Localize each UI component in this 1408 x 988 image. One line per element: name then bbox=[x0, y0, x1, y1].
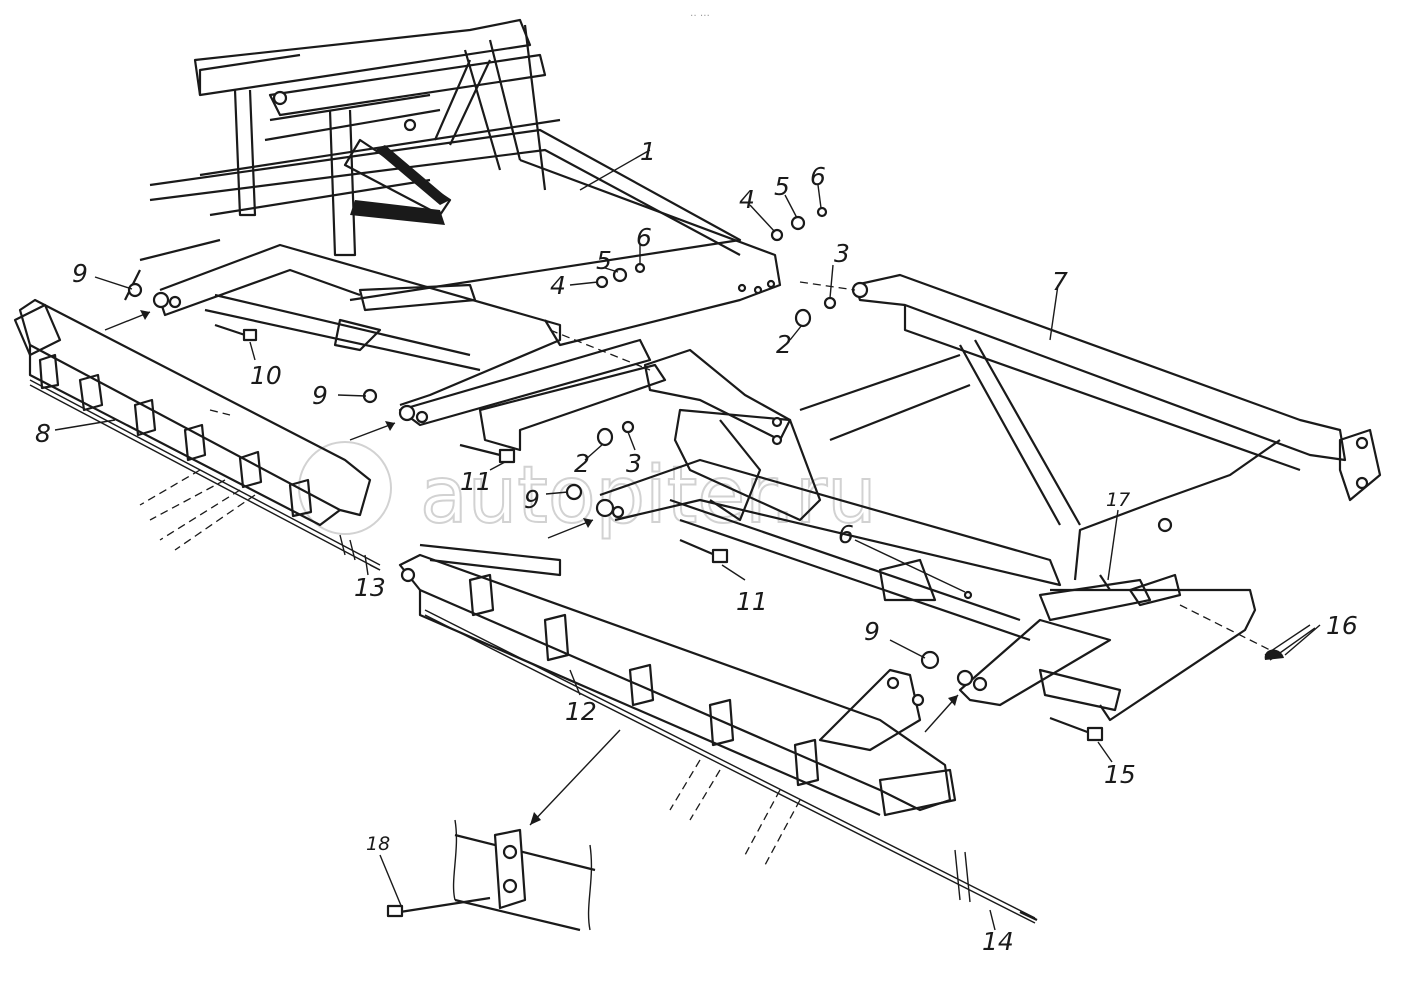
watermark-text: autopiter.ru bbox=[420, 451, 877, 541]
washer-4b bbox=[595, 275, 609, 289]
bushing-3a bbox=[823, 296, 837, 310]
washer-2a bbox=[794, 308, 812, 328]
nut-9a bbox=[127, 282, 143, 298]
callout-11a: 11 bbox=[460, 467, 492, 496]
callout-6c: 6 bbox=[838, 520, 854, 549]
callout-10: 10 bbox=[250, 361, 282, 390]
callout-3a: 3 bbox=[834, 239, 850, 268]
callout-5b: 5 bbox=[596, 246, 612, 275]
rod-14-end bbox=[1019, 911, 1038, 921]
callout-4b: 4 bbox=[550, 271, 566, 300]
rear-frame-7 bbox=[799, 273, 1382, 722]
bolt-11b bbox=[679, 538, 716, 557]
leader-lines bbox=[54, 149, 1321, 931]
callout-9b: 9 bbox=[312, 381, 328, 410]
callouts: 1 2 2 3 3 4 4 5 5 6 6 6 7 8 9 9 9 9 10 1… bbox=[35, 137, 1358, 956]
callout-17: 17 bbox=[1106, 489, 1130, 511]
cap-16 bbox=[1264, 649, 1284, 660]
bolt-17 bbox=[1099, 574, 1111, 591]
callout-14: 14 bbox=[982, 927, 1014, 956]
callout-1: 1 bbox=[640, 137, 656, 166]
fitting-6c bbox=[963, 590, 973, 600]
nut-9d bbox=[920, 650, 940, 670]
nut-9c bbox=[565, 483, 583, 501]
fitting-6a bbox=[816, 206, 828, 218]
callout-18: 18 bbox=[366, 833, 390, 855]
callout-5a: 5 bbox=[774, 172, 790, 201]
callout-6a: 6 bbox=[810, 162, 826, 191]
top-mark: ․․ … bbox=[690, 8, 710, 19]
bolt-10 bbox=[214, 323, 246, 337]
watermark: autopiter.ru ․․ … bbox=[298, 8, 878, 542]
center-frame bbox=[595, 348, 1062, 642]
callout-13: 13 bbox=[354, 573, 386, 602]
callout-6b: 6 bbox=[636, 223, 652, 252]
rod-13-end bbox=[369, 564, 381, 571]
harrow-beam-12 bbox=[398, 543, 1036, 924]
callout-9a: 9 bbox=[72, 259, 88, 288]
assembly-lines bbox=[104, 281, 1316, 826]
bolt-15 bbox=[1049, 716, 1091, 735]
callout-3b: 3 bbox=[626, 449, 642, 478]
callout-12: 12 bbox=[565, 697, 597, 726]
callout-11b: 11 bbox=[736, 587, 768, 616]
callout-16: 16 bbox=[1326, 611, 1358, 640]
callout-9c: 9 bbox=[524, 485, 540, 514]
bolt-11a bbox=[459, 443, 501, 457]
callout-7: 7 bbox=[1052, 267, 1068, 296]
callout-4a: 4 bbox=[739, 185, 755, 214]
fitting-6b bbox=[634, 262, 646, 274]
callout-2b: 2 bbox=[574, 449, 590, 478]
callout-15: 15 bbox=[1104, 760, 1136, 789]
callout-2a: 2 bbox=[776, 330, 792, 359]
callout-9d: 9 bbox=[864, 617, 880, 646]
main-frame-1 bbox=[124, 18, 782, 452]
bushing-3b bbox=[621, 420, 635, 434]
washer-4a bbox=[770, 228, 784, 242]
nut-5a bbox=[790, 215, 806, 231]
detail-inset bbox=[386, 819, 596, 932]
washer-2b bbox=[596, 427, 614, 447]
harrow-beam-8 bbox=[13, 298, 381, 571]
callout-8: 8 bbox=[35, 419, 51, 448]
